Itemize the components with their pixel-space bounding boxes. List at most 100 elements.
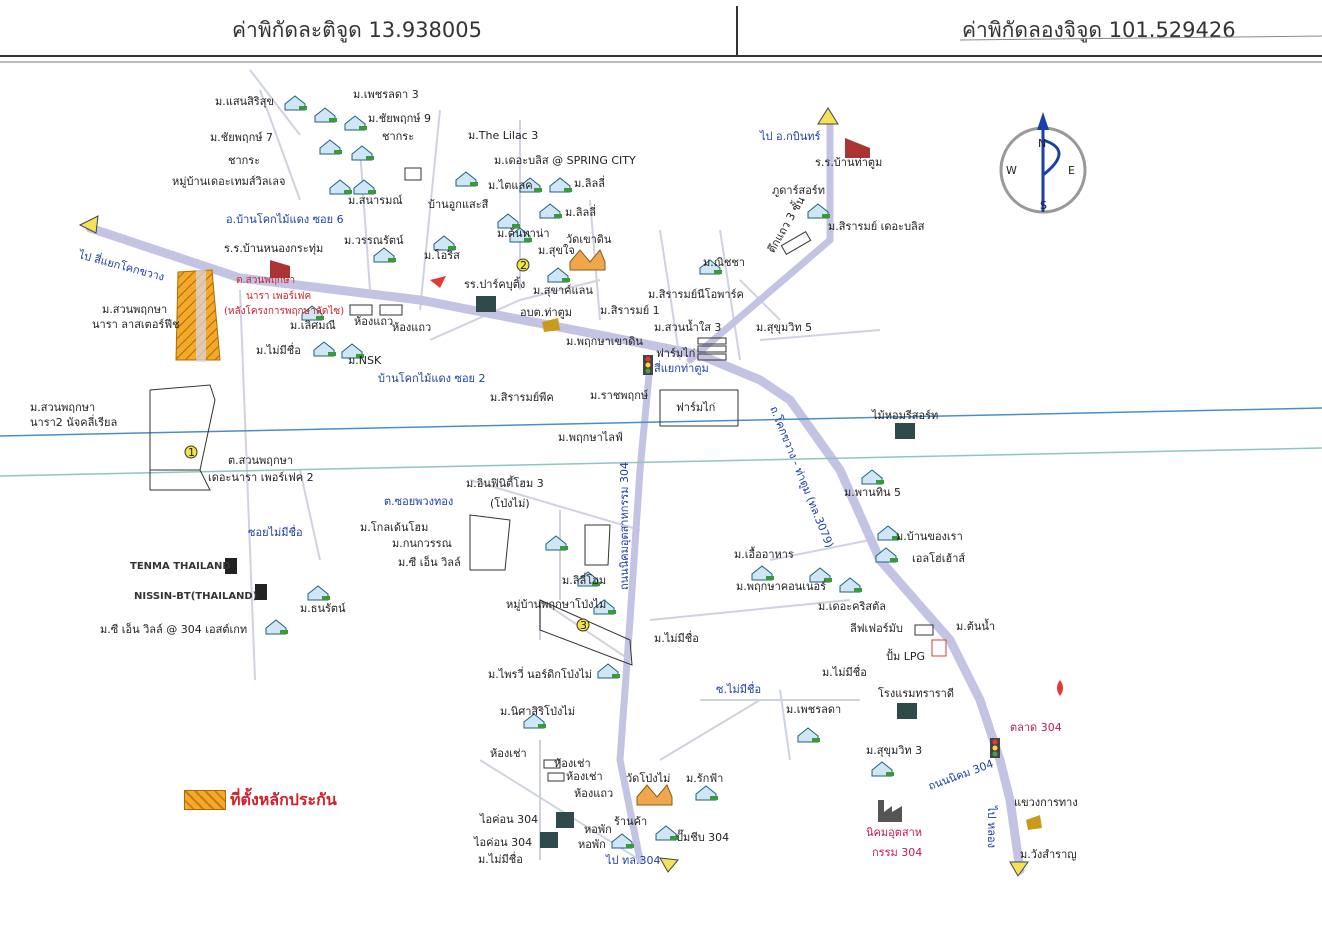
label-nacha: ม.ณิชชา [703,256,745,269]
building-box [914,624,934,636]
tree-icon [890,558,898,562]
compass-w: W [1006,164,1017,177]
label-hongchao-3: ห้องเช่า [566,770,603,783]
plot-outlines [149,167,934,782]
road [429,299,521,341]
tree-icon [334,150,342,154]
road [299,469,321,561]
marker-2-label: 2 [520,259,527,272]
label-suchai: ม.สุขใจ [538,244,575,257]
label-siramthebliss: ม.สิรารมย์ เดอะบลิส [828,220,925,233]
house-icons [265,95,900,849]
label-phetsada: ม.เพชรลดา [786,703,841,716]
compass-n: N [1038,137,1046,150]
plot [149,384,216,471]
office-icon [1026,815,1042,830]
building-box [547,772,565,782]
road-to-kabin [686,116,834,364]
label-tonhana: ม.ต้นทาน่า [497,227,550,240]
label-rachaphruk: ม.ราชพฤกษ์ [590,389,648,402]
label-kokkwang: ถ.โคกขวาง - ท่าตูม (ทล.3079) [767,404,837,550]
office-icon [542,318,560,332]
label-pumplpg: ปั้ม LPG [886,648,925,663]
tree-icon [280,630,288,634]
seven-eleven-icon [931,639,947,657]
label-chaiyaphruk7: ม.ชัยพฤกษ์ 7 [210,131,273,144]
map-labels: ม.แสนสิริสุข ม.เพชรลดา 3 ม.ชัยพฤกษ์ 9 ม.… [30,88,1078,867]
arrow-west [78,215,99,234]
tree-icon [554,214,562,218]
label-suanphruksa-3: ต.สวนพฤกษา [228,454,293,467]
tree-icon [344,190,352,194]
label-phruksavillage: หมู่บ้านพฤกษาโป่งไม่ [506,597,606,611]
label-siramnokpark: ม.สิรารมย์นีโอพาร์ค [648,287,744,301]
tree-icon [356,354,364,358]
plot [469,514,511,571]
tree-icon [512,224,520,228]
tree-icon [714,270,722,274]
road [779,689,791,761]
label-suanphruksa-1: ม.สวนพฤกษา [102,303,167,316]
tree-icon [560,546,568,550]
road [419,109,441,311]
label-ciegnville: ม.ซี เอ็น วิลล์ [398,555,461,569]
tree-icon [368,190,376,194]
label-siram1: ม.สิรารมย์ 1 [600,304,660,317]
label-theholmes: หมู่บ้านเดอะเทมส์วิลเลจ [172,175,285,188]
numbered-markers: 1 2 3 [184,258,590,632]
tree-icon [524,238,532,242]
label-kanokwan: ม.กนกวรรณ [392,537,452,550]
latitude-text: ค่าพิกัดละติจูด 13.938005 [232,18,483,42]
label-icon304a: ไอค่อน 304 [479,813,538,826]
label-ciegn304: ม.ซี เอ็น วิลล์ @ 304 เอสต์เกท [100,622,247,636]
road [519,279,601,301]
compass-north-arrow [1037,112,1049,130]
label-phrai: ม.ไพรวี่ นอร์ดิกโป่งไม่ [488,666,592,681]
label-soiphuangthong: ต.ซอยพวงทอง [384,495,453,508]
label-phutharistore: ภูดาร์สอร์ท [772,184,825,197]
label-tenma: TENMA THAILAND [130,561,231,572]
label-lertmani: ม.เลิศมณี [290,319,336,332]
label-tonnam: ม.ต้นน้ำ [956,618,995,633]
shop-icon [430,276,446,288]
building-box [780,230,812,256]
label-hophak-1: หอพัก [584,823,612,836]
label-rrbannongkrasum: ร.ร.บ้านหนองกระทุ่ม [224,242,323,255]
tree-icon [612,674,620,678]
legend-swatch [184,790,226,810]
label-chakrasa-1: ชากระ [228,154,260,167]
label-wangsaran: ม.วังสำราญ [1020,848,1077,861]
label-rankha: ร้านค้า [614,815,647,828]
label-suanphruksa-1b: นารา ลาสเตอร์ฟีช [92,318,180,331]
label-nisasiri: ม.นิศาสิริโป่งไม่ [500,704,575,718]
label-lilyhome: ม.ลิลี่โฮม [562,572,606,587]
building-icon [556,812,574,828]
label-nikhomindustryb: กรรม 304 [872,846,922,859]
label-nsk: ม.NSK [348,354,382,367]
road [649,599,851,621]
label-watkhaodin: วัดเขาดิน [566,233,612,246]
school-building-icon [270,260,290,278]
compass-s: S [1040,199,1047,212]
label-suanphruksa-2: ม.สวนพฤกษา [30,401,95,414]
label-farmkai-1: ฟาร์มไก่ [656,347,695,360]
label-soi2: บ้านโคกไม้แดง ซอย 2 [378,371,486,385]
label-soimaimeechue: ซอยไม่มีชื่อ [248,524,303,539]
tree-icon [608,610,616,614]
tree-icon [359,126,367,130]
industrial-estate-icon [878,800,902,822]
marker-3 [576,618,590,632]
label-suannamsai: ม.สวนน้ำใส 3 [654,319,721,334]
label-phanthin: ม.พานทิน 5 [844,486,901,499]
marker-2 [516,258,530,272]
label-sanaram: ม.สนารมณ์ [348,194,403,207]
traffic-lights [643,355,1000,758]
label-thebliss: ม.เดอะบลิส @ SPRING CITY [494,154,636,167]
label-phruksacorner: ม.พฤกษาคอนเนอร์ [736,580,826,593]
tree-icon [534,188,542,192]
road [759,329,881,341]
label-sukhumvit5: ม.สุขุมวิท 5 [756,321,812,334]
label-suannaduek: ต.สวนพฤกษา [236,275,295,286]
label-maimeechue-4: ม.ไม่มีชื่อ [478,851,523,866]
landmark-icons [225,138,1063,848]
